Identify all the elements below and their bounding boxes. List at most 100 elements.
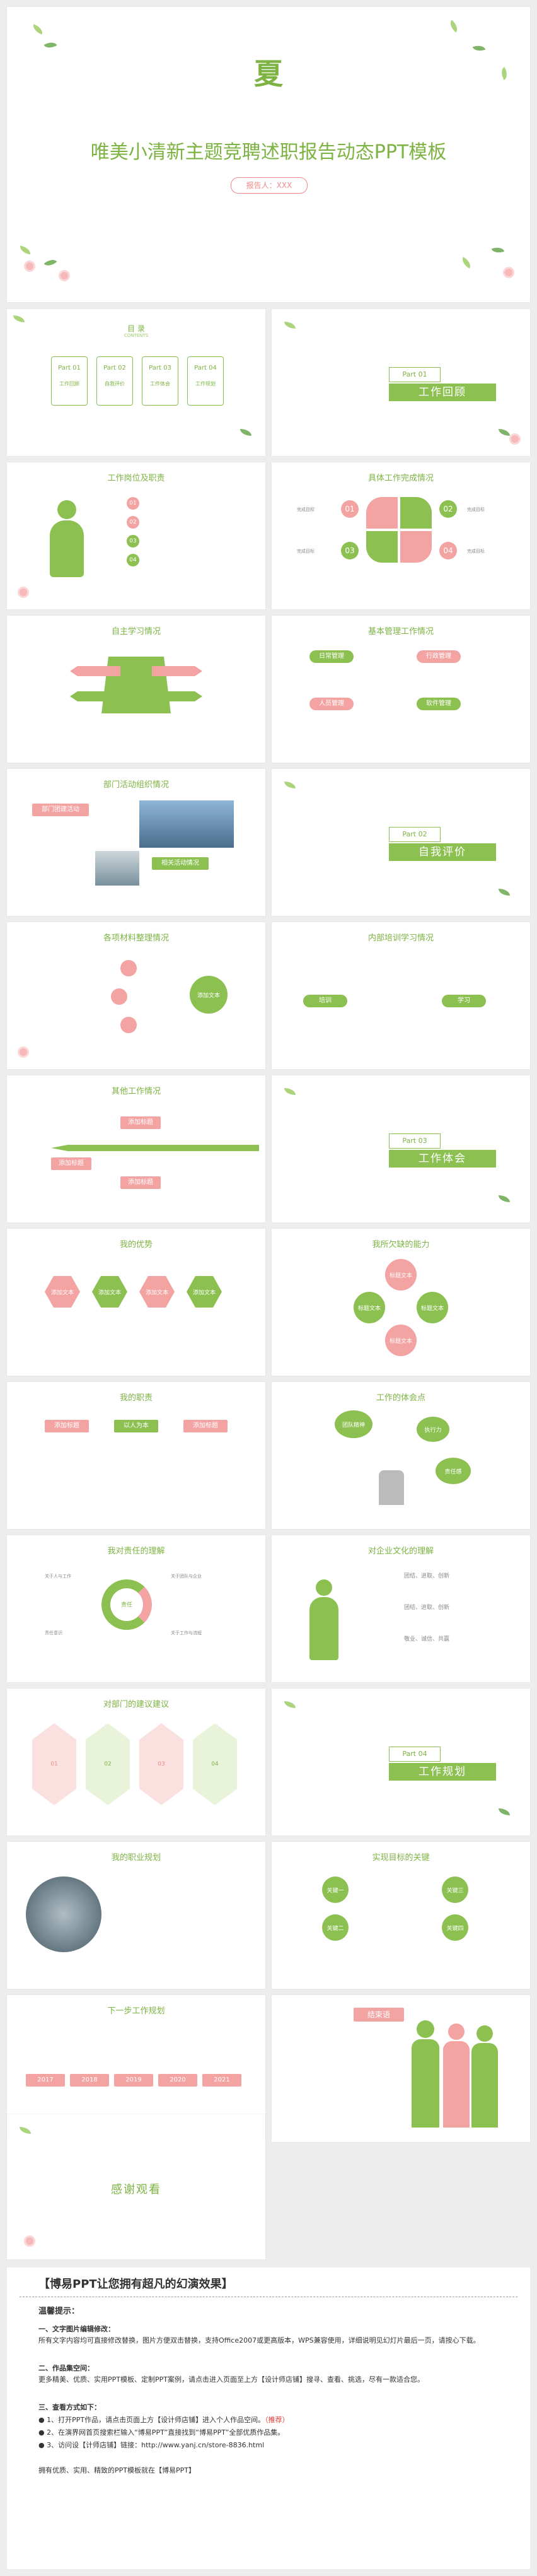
suggestion-card: 01 — [32, 1723, 76, 1805]
quadrant — [366, 531, 398, 563]
year-label: 2019 — [114, 2074, 153, 2087]
flower-decoration — [505, 269, 512, 276]
info-section-heading: 二、作品集空间： — [38, 2364, 94, 2372]
num-badge: 01 — [127, 497, 139, 510]
title-slide: 夏 唯美小清新主题竞聘述职报告动态PPT模板 报告人：XXX — [7, 7, 530, 302]
lacking-circle: 标题文本 — [385, 1325, 417, 1356]
info-paragraph: 更多精美、优质、实用PPT模板、定制PPT案例，请点击进入页面至上方【设计师店铺… — [38, 2375, 424, 2384]
arrow-left — [70, 691, 120, 701]
toc-part-3[interactable]: Part 03 工作体会 — [142, 356, 178, 406]
num-badge: 02 — [439, 500, 457, 518]
toc-title: 目 录 — [127, 324, 145, 333]
flower-decoration — [20, 1048, 27, 1056]
person-head-icon — [57, 500, 76, 519]
arrow-right — [152, 691, 202, 701]
other-label: 添加标题 — [120, 1116, 161, 1129]
thanks-slide: 感谢观看 — [7, 2114, 265, 2259]
slide-title: 基本管理工作情况 — [367, 627, 434, 636]
leaf-decoration — [284, 1701, 296, 1708]
flower-decoration — [26, 2237, 33, 2245]
culture-item: 团结、进取、创新 — [404, 1573, 450, 1579]
mgmt-pill: 人员管理 — [309, 698, 354, 710]
num-badge: 04 — [439, 542, 457, 559]
duties-slide: 我的职责 添加标题 以人为本 添加标题 — [7, 1382, 265, 1529]
flower-decoration — [61, 272, 68, 279]
leaf-decoration — [499, 889, 510, 896]
leaf-decoration — [491, 245, 505, 255]
page-title: 唯美小清新主题竞聘述职报告动态PPT模板 — [90, 141, 447, 163]
item-label: 完成目标 — [297, 507, 315, 512]
feelings-slide: 工作的体会点 团队精神 执行力 责任感 — [272, 1382, 530, 1529]
leaf-decoration — [499, 1808, 510, 1815]
info-bullet: ● 2、在演界网首页搜索栏输入“博易PPT”直接找到“博易PPT”全部优质作品集… — [38, 2428, 285, 2437]
section-slide-2: Part 02 自我评价 — [272, 769, 530, 916]
activity-label: 部门团建活动 — [32, 804, 89, 816]
resp-label: 关于团队与企业 — [171, 1574, 202, 1579]
activity-label: 相关活动情况 — [152, 857, 209, 870]
leaf-decoration — [43, 39, 57, 51]
slide-title: 我对责任的理解 — [107, 1547, 165, 1556]
slide-title: 工作的体会点 — [376, 1393, 425, 1403]
toc-slide: 目 录 CONTENTS Part 01 工作回顾 Part 02 自我评价 P… — [7, 309, 265, 456]
year-label: 2018 — [70, 2074, 109, 2087]
slide-title: 其他工作情况 — [111, 1087, 161, 1096]
info-bullet[interactable]: ● 3、访问设【计师店铺】链接：http://www.yanj.cn/store… — [38, 2441, 265, 2449]
strengths-slide: 我的优势 添加文本 添加文本 添加文本 添加文本 — [7, 1229, 265, 1376]
leaf-decoration — [13, 315, 25, 322]
lacking-circle: 标题文本 — [354, 1292, 385, 1323]
resp-label: 责任意识 — [45, 1630, 62, 1636]
item-label: 完成目标 — [467, 507, 485, 512]
activity-slide: 部门活动组织情况 部门团建活动 相关活动情况 — [7, 769, 265, 916]
slide-title: 我的优势 — [119, 1240, 153, 1250]
leaf-decoration — [499, 429, 510, 436]
arrow-left — [70, 666, 120, 676]
toc-part-num: Part 03 — [149, 365, 171, 372]
toc-part-1[interactable]: Part 01 工作回顾 — [51, 356, 88, 406]
section-part-num: Part 01 — [389, 367, 441, 382]
leaf-decoration — [240, 429, 251, 436]
section-title: 工作规划 — [389, 1763, 496, 1781]
handshake-photo — [26, 1876, 101, 1952]
num-badge: 02 — [127, 516, 139, 529]
other-label: 添加标题 — [120, 1176, 161, 1189]
title-big-char: 夏 — [254, 57, 283, 91]
cloud-bubble: 责任感 — [436, 1458, 471, 1484]
person-body-icon — [309, 1597, 338, 1660]
suggestions-slide: 对部门的建议建议 01 02 03 04 — [7, 1689, 265, 1835]
toc-part-label: 工作规划 — [195, 381, 216, 387]
info-section-heading: 三、查看方式如下： — [38, 2403, 101, 2411]
duty-label: 添加标题 — [183, 1420, 228, 1432]
quadrant — [400, 531, 432, 563]
slide-title: 各项材料整理情况 — [103, 934, 169, 943]
toc-subtitle: CONTENTS — [124, 333, 149, 338]
work-completion-slide: 具体工作完成情况 01 02 03 04 完成目标 完成目标 完成目标 完成目标 — [272, 462, 530, 609]
training-pill: 学习 — [442, 995, 486, 1007]
strength-hex: 添加文本 — [45, 1276, 80, 1308]
info-bullet-text: 1、打开PPT作品，请点击页面上方【设计师店铺】进入个人作品空间。 — [47, 2416, 265, 2424]
resp-label: 关于人与工作 — [45, 1574, 71, 1579]
suggestion-card: 04 — [193, 1723, 237, 1805]
slide-title: 对部门的建议建议 — [103, 1700, 169, 1709]
toc-part-num: Part 04 — [194, 365, 217, 372]
leaf-decoration — [43, 256, 57, 269]
conclusion-slide: 结束语 — [272, 1995, 530, 2142]
management-slide: 基本管理工作情况 日常管理 行政管理 人员管理 软件管理 — [272, 616, 530, 763]
slide-title: 具体工作完成情况 — [367, 474, 434, 483]
section-title: 工作体会 — [389, 1150, 496, 1168]
keys-slide: 实现目标的关键 关键一 关键二 关键三 关键四 — [272, 1842, 530, 1989]
toc-part-4[interactable]: Part 04 工作规划 — [187, 356, 224, 406]
year-label: 2021 — [202, 2074, 241, 2087]
leaf-decoration — [284, 322, 296, 329]
ring-center-label: 责任 — [120, 1602, 132, 1608]
strength-hex: 添加文本 — [92, 1276, 127, 1308]
flower-decoration — [26, 262, 33, 270]
duty-label: 添加标题 — [45, 1420, 89, 1432]
slide-title: 工作岗位及职责 — [107, 474, 165, 483]
strength-hex: 添加文本 — [187, 1276, 222, 1308]
leaf-decoration — [459, 257, 473, 269]
slide-title: 我所欠缺的能力 — [372, 1240, 430, 1250]
section-slide-1: Part 01 工作回顾 — [272, 309, 530, 456]
flower-decoration — [20, 588, 27, 596]
toc-part-2[interactable]: Part 02 自我评价 — [96, 356, 133, 406]
slide-title: 我的职责 — [119, 1393, 153, 1403]
